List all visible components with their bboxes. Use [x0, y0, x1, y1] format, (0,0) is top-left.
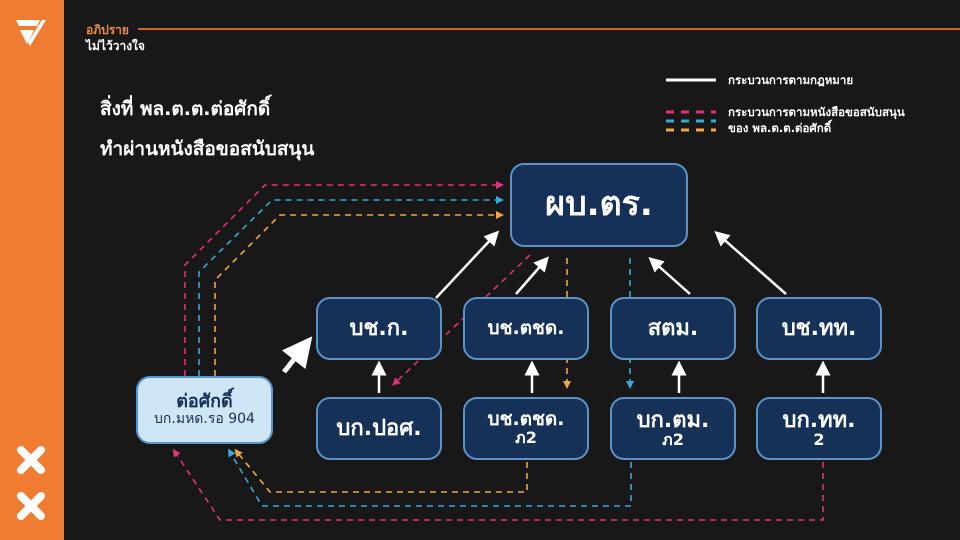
- legend-dashed-lines: [666, 110, 716, 132]
- legend-dashed-label-1: กระบวนการตามหนังสือขอสนับสนุน: [728, 105, 905, 119]
- node-label: บก.ปอศ.: [336, 415, 422, 441]
- pink-dashed-diag: [392, 254, 531, 386]
- header-subtitle: ไม่ไว้วางใจ: [86, 39, 145, 53]
- node-sub: ภ2: [662, 429, 684, 449]
- node-label: บช.ตชด.: [487, 316, 565, 339]
- header-category: อภิปราย: [86, 23, 129, 37]
- logo-icon: [16, 20, 46, 520]
- node-bkpos: บก.ปอศ.: [316, 397, 442, 460]
- sidebar: [0, 0, 64, 540]
- orange-dashed-top: [214, 211, 504, 376]
- node-bchk: บช.ก.: [316, 297, 442, 360]
- node-toksak: ต่อศักดิ์บก.มหด.รอ 904: [136, 376, 273, 444]
- page-title-line1: สิ่งที่ พล.ต.ต.ต่อศักดิ์: [100, 98, 271, 120]
- page-title-line2: ทำผ่านหนังสือขอสนับสนุน: [100, 138, 315, 160]
- node-bchtt: บช.ทท.: [756, 297, 882, 360]
- node-label: บก.ทท.: [782, 407, 856, 433]
- blue-dashed-top: [198, 196, 504, 376]
- legend-dashed-label-2: ของ พล.ต.ต.ต่อศักดิ์: [728, 121, 832, 135]
- node-label: บก.ตม.: [636, 407, 710, 433]
- node-sub: บก.มหด.รอ 904: [154, 411, 255, 428]
- node-label: สตม.: [647, 315, 699, 341]
- node-label: ต่อศักดิ์: [176, 391, 233, 413]
- node-label: บช.ก.: [349, 315, 409, 341]
- pink-dashed-bottom: [172, 448, 824, 521]
- node-bktm2: บก.ตม.ภ2: [610, 397, 736, 460]
- node-bchtchd2: บช.ตชด.ภ2: [463, 397, 589, 460]
- blue-dashed-bottom: [227, 448, 632, 507]
- node-sub: ภ2: [515, 428, 537, 448]
- node-label: บช.ทท.: [781, 315, 857, 341]
- pink-dashed-top: [184, 181, 504, 376]
- node-bchtchd: บช.ตชด.: [463, 297, 589, 360]
- node-stm: สตม.: [610, 297, 736, 360]
- node-sub: 2: [813, 429, 825, 449]
- legend-solid-label: กระบวนการตามกฎหมาย: [728, 73, 854, 87]
- node-label: ผบ.ตร.: [545, 184, 653, 225]
- node-bktt2: บก.ทท.2: [756, 397, 882, 460]
- orange-dashed-bottom: [234, 448, 528, 493]
- node-top: ผบ.ตร.: [510, 163, 688, 247]
- header-divider: [138, 28, 960, 30]
- close-icon: [17, 446, 45, 520]
- solid-arrows: [281, 230, 831, 393]
- node-label: บช.ตชด.: [487, 408, 565, 431]
